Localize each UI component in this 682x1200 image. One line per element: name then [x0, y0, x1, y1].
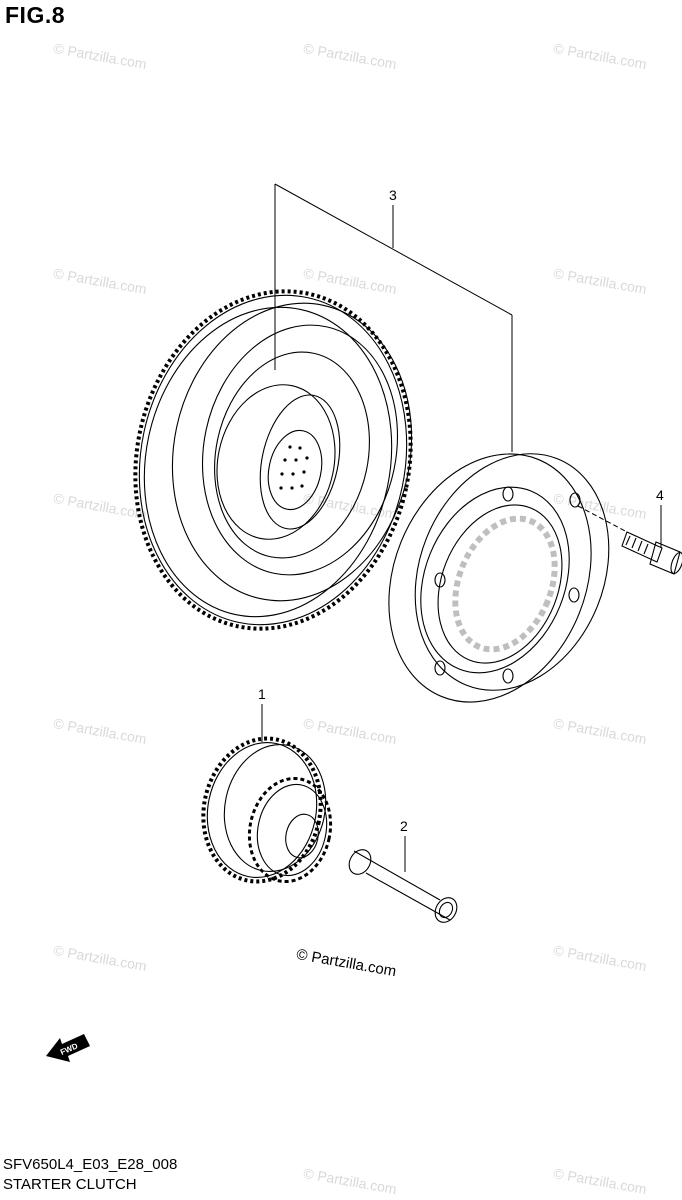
diagram-name: STARTER CLUTCH [3, 1176, 137, 1193]
starter-clutch-body[interactable] [353, 423, 643, 732]
idle-gear-shaft[interactable] [345, 846, 461, 927]
starter-idle-gear[interactable] [190, 728, 340, 893]
callout-4: 4 [656, 487, 664, 503]
figure-title: FIG.8 [5, 2, 66, 28]
callout-1: 1 [258, 686, 266, 702]
diagram-code: SFV650L4_E03_E28_008 [3, 1156, 178, 1173]
leader-lines [261, 183, 662, 872]
fwd-arrow-icon: FWD [46, 1034, 90, 1062]
starter-driven-gear[interactable] [105, 265, 442, 654]
callout-3: 3 [389, 187, 397, 203]
clutch-bolt[interactable] [621, 531, 682, 575]
callout-2: 2 [400, 818, 408, 834]
